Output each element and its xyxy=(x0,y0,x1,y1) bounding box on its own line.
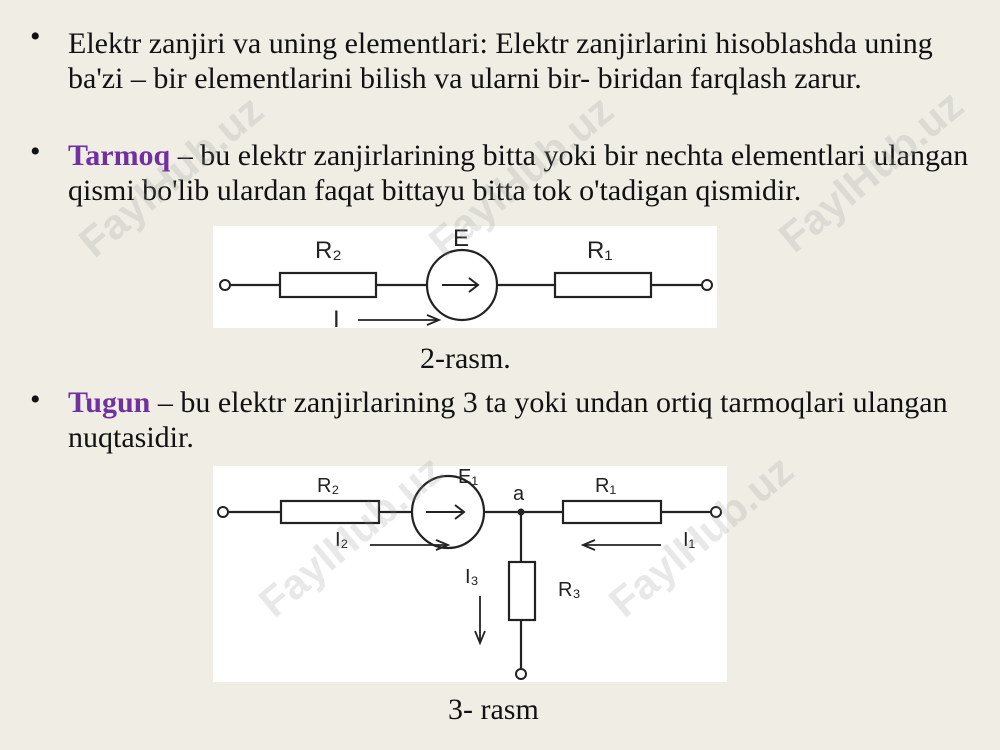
current-arrow-head xyxy=(426,314,442,326)
circuit-2-svg: R₂ E R₁ I xyxy=(219,226,713,328)
figure-3-caption: 3- rasm xyxy=(448,693,539,726)
bullet-marker: • xyxy=(30,383,41,416)
label-i1: I₁ xyxy=(683,529,696,551)
term-tugun: Tugun xyxy=(68,386,151,419)
label-i: I xyxy=(333,306,340,328)
resistor-r1 xyxy=(561,499,663,525)
label-e: E xyxy=(453,226,469,252)
paragraph-text: Elektr zanjiri va uning elementlari: Ele… xyxy=(68,27,933,95)
label-r3: R₃ xyxy=(558,579,581,601)
term-tarmoq: Tarmoq xyxy=(68,139,171,172)
terminal-right xyxy=(710,506,722,518)
terminal-right xyxy=(701,279,713,291)
paragraph-text: – bu elektr zanjirlarining bitta yoki bi… xyxy=(68,139,969,207)
resistor-r2 xyxy=(278,271,378,299)
terminal-left xyxy=(217,506,229,518)
terminal-left xyxy=(219,279,231,291)
paragraph-text: – bu elektr zanjirlarining 3 ta yoki und… xyxy=(68,386,948,454)
label-r1: R₁ xyxy=(595,475,616,497)
label-a: a xyxy=(513,483,525,505)
paragraph-tugun: Tugun – bu elektr zanjirlarining 3 ta yo… xyxy=(68,385,978,455)
bullet-marker: • xyxy=(30,20,41,53)
current-arrow-head xyxy=(580,539,596,551)
resistor-r3 xyxy=(507,560,537,622)
label-r2: R₂ xyxy=(317,475,339,497)
current-arrow-head xyxy=(474,630,486,646)
figure-2-caption: 2-rasm. xyxy=(420,342,511,375)
source-arrow-head xyxy=(454,504,466,520)
bullet-marker: • xyxy=(30,135,41,168)
source-arrow-head xyxy=(468,277,480,293)
current-arrow-head xyxy=(435,539,451,551)
label-e1: E₁ xyxy=(458,466,478,488)
label-r1: R₁ xyxy=(587,237,612,264)
circuit-3-svg: R₂ E₁ a R₁ I₂ I₁ I₃ R₃ xyxy=(217,466,722,680)
resistor-r2 xyxy=(279,499,381,525)
paragraph-tarmoq: Tarmoq – bu elektr zanjirlarining bitta … xyxy=(68,138,978,208)
paragraph-elements: Elektr zanjiri va uning elementlari: Ele… xyxy=(68,26,978,96)
figure-3-circuit: R₂ E₁ a R₁ I₂ I₁ I₃ R₃ xyxy=(213,466,727,682)
label-i2: I₂ xyxy=(335,529,348,551)
label-i3: I₃ xyxy=(465,566,479,588)
figure-2-circuit: R₂ E R₁ I xyxy=(213,226,717,328)
resistor-r1 xyxy=(553,271,653,299)
terminal-bottom xyxy=(515,668,527,680)
label-r2: R₂ xyxy=(315,237,342,264)
